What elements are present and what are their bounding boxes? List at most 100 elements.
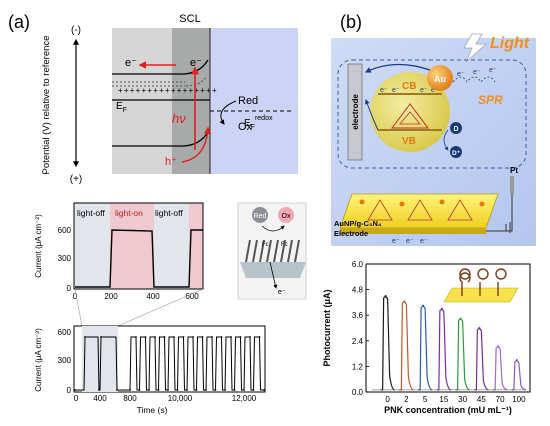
label-light-on: light-on — [115, 208, 143, 218]
lower-trace-point — [220, 336, 223, 338]
lower-trace-markers — [74, 336, 265, 391]
upper-ytick-2: 600 — [58, 226, 72, 235]
energy-diagram: (-) (+) Potential (V) relative to refere… — [41, 13, 298, 185]
lower-trace-point — [252, 389, 255, 391]
slab-lattice — [367, 199, 473, 221]
chart-frame — [365, 263, 531, 393]
lower-trace-point — [201, 336, 204, 338]
electrode-bar — [347, 63, 363, 161]
schematic-surface — [240, 262, 306, 278]
scl-region — [172, 28, 210, 174]
y-tick-label: 0.0 — [352, 388, 364, 397]
lower-trace-point — [186, 389, 188, 391]
photocurrent-peak-100 — [511, 360, 526, 391]
lower-ylabel: Current (μA cm⁻²) — [34, 328, 43, 392]
lower-trace-point — [144, 336, 147, 338]
y-tick-label: 2.4 — [352, 337, 364, 346]
cb-e-1: e⁻ — [392, 87, 400, 94]
ef-label: EF — [116, 101, 127, 114]
au-nanoparticle — [427, 65, 453, 91]
lower-trace-point — [211, 336, 213, 338]
g-c3n4-lattice — [391, 103, 429, 129]
lower-xtick-1: 400 — [93, 394, 107, 403]
cell-label-2: Electrode — [334, 229, 368, 238]
upper-ylabel: Current (μA cm⁻²) — [34, 214, 43, 278]
schematic-box — [237, 202, 307, 300]
y-tick-label: 1.2 — [352, 362, 364, 371]
lower-xtick-2: 800 — [123, 394, 137, 403]
vb-label: VB — [402, 136, 416, 147]
chart-xlabel: PNK concentration (mU mL⁻¹) — [384, 405, 512, 415]
hv-label: hν — [172, 111, 186, 126]
photocurrent-peak-point — [384, 295, 387, 297]
photocurrent-peak-70 — [493, 346, 508, 391]
upper-xtick-0: 0 — [73, 292, 78, 301]
hole-label: h⁺ — [165, 156, 177, 168]
donor-arrow — [443, 129, 449, 151]
y-tick-label: 3.6 — [352, 311, 364, 320]
spr-e-1: e⁻ — [473, 69, 481, 76]
lower-trace — [75, 336, 264, 391]
lower-trace-point — [163, 336, 166, 338]
y-tick-label: 4.8 — [352, 286, 364, 295]
lower-trace-point — [214, 389, 217, 391]
electron-label-2: e⁻ — [190, 57, 202, 69]
photocurrent-peak-point — [478, 327, 481, 329]
lower-trace-point — [100, 336, 102, 338]
lower-xtick-0: 0 — [74, 394, 79, 403]
chart-inset — [443, 268, 519, 303]
panel-a-label: (a) — [8, 12, 30, 32]
y-tick-label: 6.0 — [352, 260, 364, 269]
schematic-electron-arrow — [269, 261, 278, 289]
lower-xtick-3: 10,000 — [168, 394, 193, 403]
region-light-on-2 — [189, 203, 203, 289]
spr-e-0: e⁻ — [457, 71, 465, 78]
cb-label: CB — [402, 81, 416, 92]
pt-label: Pt — [510, 166, 518, 175]
electron-label-1: e⁻ — [125, 57, 137, 69]
photocurrent-peak-0 — [380, 296, 395, 391]
lower-trace-point — [195, 389, 198, 391]
pt-electrode — [510, 176, 514, 194]
ox-label: Ox — [238, 121, 253, 133]
cb-e-0: e⁻ — [380, 87, 388, 94]
x-tick-label: 30 — [458, 395, 467, 404]
slab-gold-dots — [359, 199, 485, 207]
surface-schematic: Red Ox Fc Fc e⁻ — [237, 202, 307, 300]
lower-xtick-4: 12,000 — [232, 394, 257, 403]
spr-e-2: e⁻ — [489, 67, 497, 74]
chart-ylabel: Photocurrent (μA) — [322, 289, 332, 366]
upper-current-plot: light-off light-on light-off 0 300 600 0… — [34, 202, 204, 301]
electron-flow-arrow — [364, 63, 431, 73]
lower-trace-point — [233, 389, 236, 391]
oxidized-donor-molecule — [450, 146, 462, 158]
lower-trace-point — [239, 336, 242, 338]
upper-xtick-1: 200 — [104, 292, 118, 301]
photocurrent-peak-5 — [418, 305, 433, 391]
electrode-label: electrode — [351, 94, 360, 130]
lower-trace-point — [258, 336, 261, 338]
photocurrent-peak-point — [497, 345, 500, 348]
hole-arrow — [181, 126, 212, 163]
lower-trace-point — [173, 336, 175, 338]
chart-y-ticks: 0.0 1.2 2.4 3.6 4.8 6.0 — [352, 260, 369, 397]
photocurrent-peak-point — [459, 317, 462, 320]
schematic-fc-2: Fc — [281, 242, 288, 248]
label-light-off-1: light-off — [77, 208, 105, 218]
d-plus-label: D⁺ — [452, 150, 461, 157]
upper-xtick-3: 600 — [185, 292, 199, 301]
zoom-line-2 — [117, 288, 204, 327]
cell-label-1: AuNP/g-C₃N₄ — [334, 219, 382, 228]
photocurrent-peak-30 — [455, 318, 470, 391]
lower-trace-point — [224, 389, 226, 391]
lower-trace-point — [167, 389, 169, 391]
red-to-ox-arrow — [219, 100, 237, 125]
slab-e-1: e⁻ — [406, 238, 414, 245]
upper-plot-frame — [73, 202, 204, 290]
photocurrent-peak-point — [422, 304, 425, 307]
label-light-off-2: light-off — [155, 208, 183, 218]
